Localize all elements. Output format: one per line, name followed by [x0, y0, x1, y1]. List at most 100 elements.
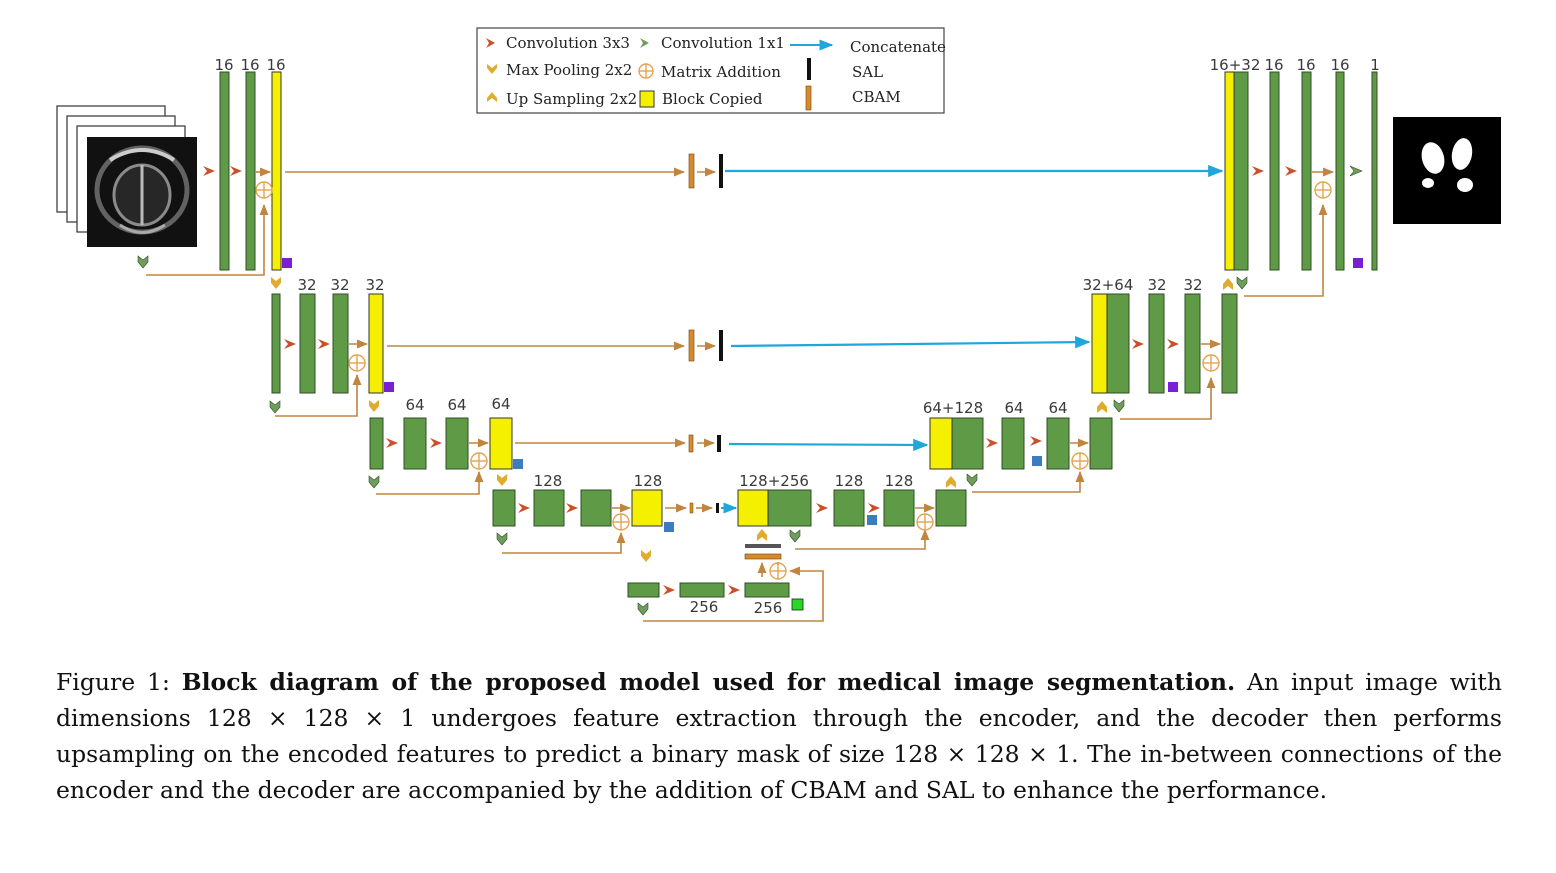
legend-concat: Concatenate: [850, 38, 946, 56]
block-enc3-a: [403, 417, 427, 470]
maxpool-icon: [487, 64, 497, 74]
block-dec3-b: [1046, 417, 1070, 470]
label-dec1-2: 16: [1296, 56, 1315, 74]
block-dec1-a: [1269, 71, 1280, 271]
block-dec1-final: [1371, 71, 1378, 271]
copied-icon: [639, 90, 655, 108]
copied-dec3: [929, 417, 953, 470]
block-enc2-b: [332, 293, 349, 394]
label-bottleneck-0: 256: [690, 598, 719, 616]
addition-nodes: [255, 181, 1332, 580]
label-enc4-0: 128: [534, 472, 563, 490]
legend-matadd: Matrix Addition: [661, 63, 781, 81]
block-dec3-a: [1001, 417, 1025, 470]
label-dec1-3: 16: [1330, 56, 1349, 74]
block-dec3-out: [1089, 417, 1113, 470]
label-dec4-2: 128: [885, 472, 914, 490]
feature-blocks: [219, 71, 1378, 598]
block-enc3-in: [369, 417, 384, 470]
matadd-icon: [638, 63, 654, 79]
legend-upsample: Up Sampling 2x2: [506, 90, 637, 108]
block-enc2-in: [271, 293, 281, 394]
conv3-icon: [486, 38, 495, 48]
label-enc2-2: 32: [365, 276, 384, 294]
copied-dec4: [737, 489, 769, 527]
copied-enc4: [631, 489, 663, 527]
label-enc2-1: 32: [330, 276, 349, 294]
label-enc2-0: 32: [297, 276, 316, 294]
cbam-icon: [805, 85, 812, 111]
label-dec2-2: 32: [1183, 276, 1202, 294]
legend-conv3: Convolution 3x3: [506, 34, 630, 52]
small-squares: [282, 258, 1363, 611]
channel-labels: 16 16 16 32 32 32 64 64 64 128 128 256 2…: [214, 56, 1379, 617]
skip-connections: [285, 153, 1224, 560]
sal-icon: [807, 58, 811, 80]
label-dec2-1: 32: [1147, 276, 1166, 294]
output-mask: [1393, 117, 1501, 224]
copied-enc3: [489, 417, 513, 470]
label-enc3-2: 64: [491, 395, 510, 413]
label-dec1-4: 1: [1370, 56, 1380, 74]
residual-connections: [146, 167, 1335, 622]
block-diagram: Convolution 3x3 Convolution 1x1 Concaten…: [56, 27, 1501, 622]
label-enc1-2: 16: [266, 56, 285, 74]
block-dec2-concat-green: [1106, 293, 1130, 394]
copied-blocks: [271, 71, 1235, 527]
label-dec1-0: 16+32: [1210, 56, 1261, 74]
pool-up-markers: [137, 255, 1248, 616]
copied-enc1: [271, 71, 282, 271]
label-enc3-0: 64: [405, 396, 424, 414]
block-dec4-out: [935, 489, 967, 527]
label-dec2-0: 32+64: [1083, 276, 1134, 294]
legend-cbam: CBAM: [852, 88, 901, 106]
label-bottleneck-1: 256: [754, 599, 783, 617]
block-enc3-b: [445, 417, 469, 470]
label-enc3-1: 64: [447, 396, 466, 414]
figure-caption: Figure 1: Block diagram of the proposed …: [56, 664, 1502, 808]
copied-enc2: [368, 293, 384, 394]
block-enc2-a: [299, 293, 316, 394]
caption-body: An input image with dimensions 128 × 128…: [56, 668, 1502, 804]
block-dec3-concat-green: [951, 417, 984, 470]
label-enc4-1: 128: [634, 472, 663, 490]
block-dec1-concat-green: [1233, 71, 1249, 271]
caption-title: Block diagram of the proposed model used…: [181, 668, 1236, 696]
legend-box: [476, 27, 945, 114]
block-bottleneck-in: [627, 582, 660, 598]
upsample-icon: [487, 92, 497, 102]
block-dec4-a: [833, 489, 865, 527]
block-dec4-concat-green: [767, 489, 812, 527]
conv3-markers: [203, 166, 1297, 595]
label-dec1-1: 16: [1264, 56, 1283, 74]
copied-dec2: [1091, 293, 1108, 394]
block-bottleneck-b: [744, 582, 790, 598]
legend-maxpool: Max Pooling 2x2: [506, 61, 632, 79]
block-dec2-out: [1221, 293, 1238, 394]
label-dec3-0: 64+128: [923, 399, 983, 417]
label-dec3-1: 64: [1004, 399, 1023, 417]
block-enc4-a: [533, 489, 565, 527]
label-enc1-1: 16: [240, 56, 259, 74]
block-dec1-b: [1301, 71, 1312, 271]
block-enc4-b: [580, 489, 612, 527]
block-enc4-in: [492, 489, 516, 527]
legend-conv1: Convolution 1x1: [661, 34, 785, 52]
input-image-stack: [56, 105, 197, 247]
label-enc1-0: 16: [214, 56, 233, 74]
legend: Convolution 3x3 Convolution 1x1 Concaten…: [476, 27, 946, 114]
conv1-marker: [1349, 165, 1363, 177]
legend-copied: Block Copied: [662, 90, 763, 108]
caption-prefix: Figure 1:: [56, 668, 182, 696]
copied-dec1: [1224, 71, 1235, 271]
block-bottleneck-a: [679, 582, 725, 598]
block-dec2-b: [1184, 293, 1201, 394]
label-dec4-1: 128: [835, 472, 864, 490]
block-enc1-b: [245, 71, 256, 271]
block-dec4-b: [883, 489, 915, 527]
legend-sal: SAL: [852, 63, 883, 81]
label-dec3-2: 64: [1048, 399, 1067, 417]
block-enc1-a: [219, 71, 230, 271]
block-dec1-out: [1335, 71, 1345, 271]
conv1-icon: [640, 38, 649, 48]
